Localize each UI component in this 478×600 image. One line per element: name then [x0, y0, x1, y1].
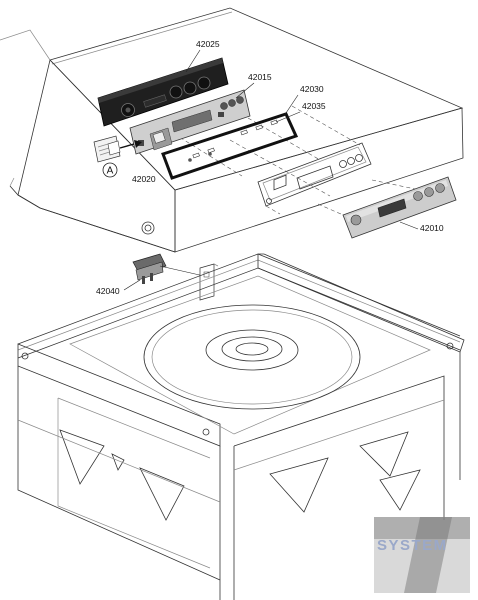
part-42030-gasket — [161, 112, 299, 180]
knob-icon — [141, 221, 155, 235]
part-labels: 42025 42015 42030 42035 42020 42010 4204… — [96, 39, 444, 296]
part-42010-front-panel — [342, 176, 457, 239]
callout-a: A — [102, 162, 118, 178]
part-42020-connector — [93, 135, 142, 163]
turntable-icon — [143, 304, 361, 410]
label-42025: 42025 — [196, 39, 220, 49]
part-42015-circuit-board — [129, 89, 251, 155]
callout-letter: A — [107, 166, 114, 177]
arrow-icon — [134, 140, 142, 148]
label-42030: 42030 — [300, 84, 324, 94]
panel-opening — [257, 142, 372, 207]
label-42040: 42040 — [96, 286, 120, 296]
label-42010: 42010 — [420, 223, 444, 233]
part-42025-bezel — [97, 57, 229, 127]
oven-body — [17, 253, 465, 600]
logo-wordmark: SYSTEM — [377, 537, 448, 554]
label-42035: 42035 — [302, 101, 326, 111]
hood-housing — [0, 7, 464, 253]
label-42015: 42015 — [248, 72, 272, 82]
part-42040-switch — [132, 253, 219, 301]
system-logo: SYSTEM — [374, 517, 470, 593]
label-42020: 42020 — [132, 174, 156, 184]
